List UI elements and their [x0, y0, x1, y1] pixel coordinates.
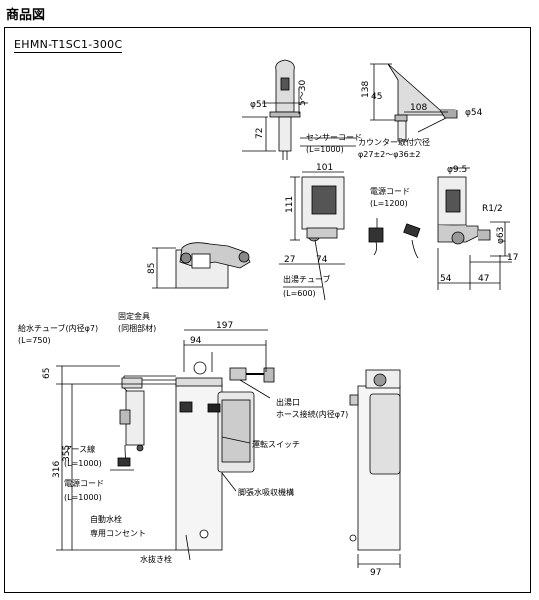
page-title: 商品図: [6, 8, 46, 23]
dim-d197: 197: [216, 321, 233, 331]
label-earth: アース線: [64, 444, 95, 454]
label-earth-len: (L=1000): [64, 459, 102, 468]
dim-d45: 45: [371, 92, 382, 102]
label-supply-tube: 給水チューブ(内径φ7): [18, 323, 98, 333]
label-power-cord-2: 電源コード: [64, 479, 104, 488]
main-unit-front: [56, 329, 275, 551]
label-outlet-1: 出湯口: [276, 397, 300, 407]
dim-d63: φ63: [496, 227, 506, 244]
leader-lines: [110, 117, 447, 561]
dim-d27: 27: [284, 255, 295, 265]
dim-d51: φ51: [250, 100, 267, 110]
label-power-cord: 電源コード: [370, 187, 410, 196]
label-counter-hole-dia: φ27±2～φ36±2: [358, 150, 421, 159]
label-switch: 運転スイッチ: [252, 440, 300, 449]
dim-d94: 94: [190, 336, 202, 346]
label-fixing-sub: (同梱部材): [118, 323, 156, 333]
dim-d85: 85: [147, 263, 157, 274]
drain-assembly: [152, 242, 251, 289]
dim-d17: 17: [507, 253, 518, 263]
dim-d111: 111: [285, 196, 295, 213]
drawing-frame: [4, 27, 531, 593]
label-power-cord-2-len: (L=1000): [64, 493, 102, 502]
dim-d74: 74: [316, 255, 328, 265]
valve-unit: [437, 167, 512, 290]
label-sensor-cord: センサーコード: [306, 133, 362, 142]
dim-d54: φ54: [465, 108, 483, 118]
label-leg: 脚張水吸収機構: [238, 487, 294, 497]
dim-5-30: 5～30: [298, 80, 308, 106]
power-adapter: [368, 218, 421, 259]
dim-d72: 72: [255, 128, 265, 139]
faucet-front-view: [242, 59, 308, 160]
dim-d47: 47: [478, 274, 489, 284]
main-unit-side: [349, 369, 401, 568]
dim-d101: 101: [316, 163, 333, 173]
faucet-side-view: [370, 63, 458, 142]
dim-d95: φ9.5: [447, 165, 467, 175]
model-number: EHMN-T1SC1-300C: [14, 38, 123, 53]
dim-d54b: 54: [440, 274, 452, 284]
dim-r12: R1/2: [482, 204, 503, 214]
label-faucet-2: 専用コンセント: [90, 528, 146, 538]
label-fixing: 固定金具: [118, 311, 150, 321]
dim-d65: 65: [42, 368, 52, 379]
dim-d97: 97: [370, 568, 381, 578]
label-outlet-2: ホース接続(内径φ7): [276, 409, 348, 419]
label-supply-tube-len: (L=750): [18, 336, 51, 345]
label-faucet-1: 自動水栓: [90, 514, 122, 524]
dim-d108: 108: [410, 103, 427, 113]
label-counter-hole: カウンター取付穴径: [358, 137, 430, 147]
sensor-box: [279, 171, 345, 301]
label-outlet-tube: 出湯チューブ: [283, 274, 331, 284]
label-outlet-tube-len: (L=600): [283, 289, 316, 298]
dim-d355: 355: [62, 445, 72, 462]
label-power-cord-len: (L=1200): [370, 199, 408, 208]
label-drain: 水抜き栓: [140, 554, 172, 564]
label-sensor-cord-len: (L=1000): [306, 145, 344, 154]
dim-d138: 138: [361, 81, 371, 98]
dim-d316: 316: [52, 461, 62, 478]
